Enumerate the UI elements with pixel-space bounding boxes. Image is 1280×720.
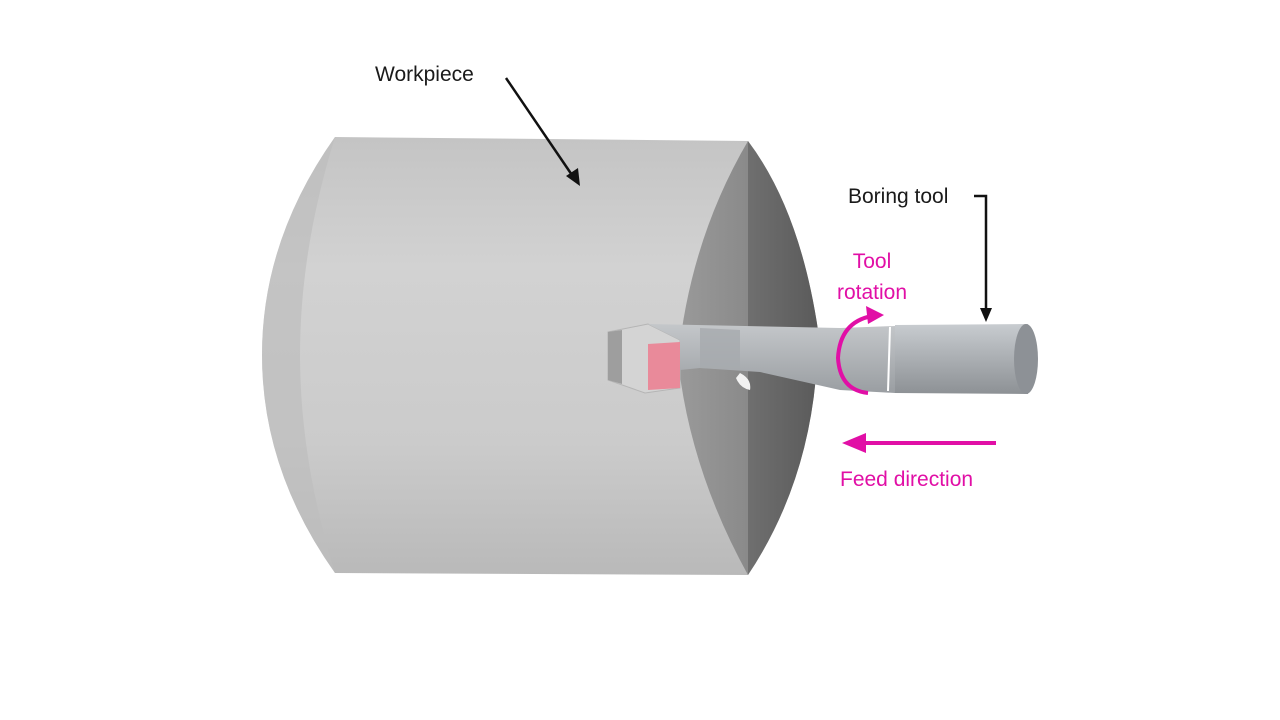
- tool-shank: [895, 324, 1028, 394]
- tool-exit-gap: [736, 373, 751, 390]
- rotation-arrowhead: [866, 306, 884, 324]
- workpiece-leader: [504, 77, 580, 186]
- workpiece-label: Workpiece: [375, 63, 474, 86]
- boring-tool-leader-line: [974, 194, 988, 312]
- tool-rotation-label-line1: Tool: [853, 250, 892, 273]
- boring-tool-label: Boring tool: [848, 185, 948, 208]
- workpiece-leader-line: [504, 77, 576, 179]
- feed-direction-label: Feed direction: [840, 468, 973, 491]
- workpiece-body: [262, 137, 748, 575]
- boring-tool-leader-arrowhead: [980, 308, 992, 322]
- rotation-arc: [835, 314, 873, 395]
- cutting-insert: [648, 342, 680, 390]
- feed-direction-indicator: [842, 433, 996, 453]
- boring-tool-leader: [974, 194, 992, 322]
- tool-rotation-label-line2: rotation: [837, 281, 907, 304]
- workpiece-left-rim-shade: [262, 137, 335, 573]
- boring-tool: [648, 324, 1038, 394]
- tool-rotation-indicator: [835, 306, 884, 395]
- tool-shank-end: [1014, 324, 1038, 394]
- feed-arrowhead: [842, 433, 866, 453]
- workpiece-leader-arrowhead: [566, 168, 580, 186]
- bore-inner-shadow: [608, 330, 622, 384]
- tool-collar-line: [887, 326, 891, 392]
- tool-facet-shade: [700, 328, 740, 370]
